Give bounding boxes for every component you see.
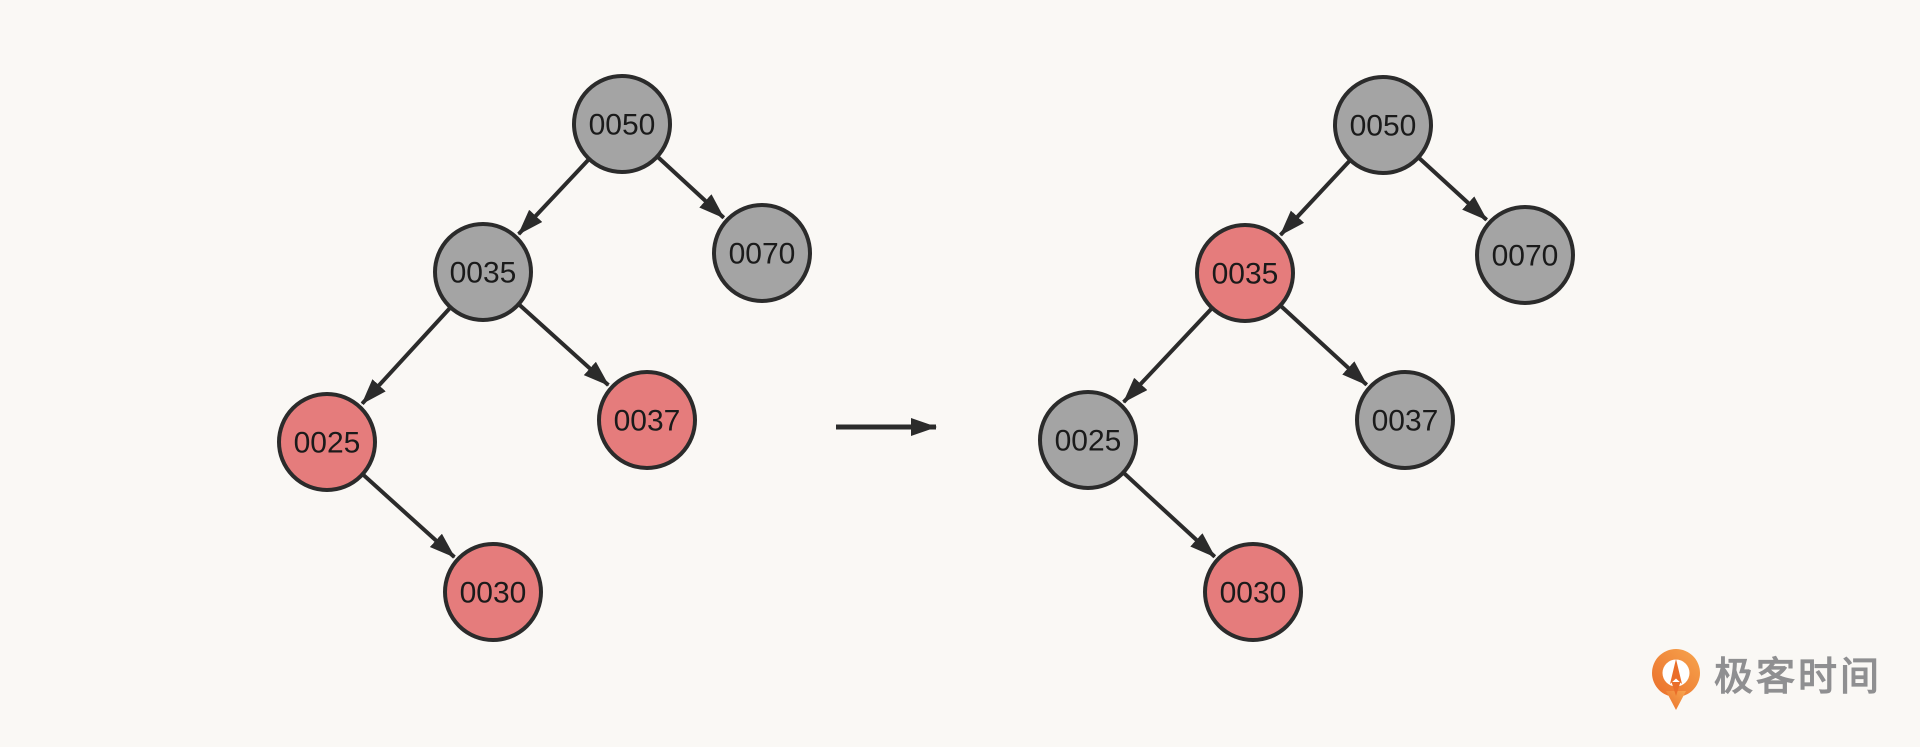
tree-node-after-0035: 0035 [1195,223,1295,323]
node-label: 0070 [1492,240,1559,273]
node-circle [1333,75,1433,175]
node-circle [1355,370,1455,470]
node-label: 0025 [294,427,361,460]
node-circle [277,392,377,492]
tree-node-before-0035: 0035 [433,222,533,322]
tree-node-before-0025: 0025 [277,392,377,492]
tree-edge-0025-0030 [1121,471,1217,559]
tree-edge-0035-0037 [517,302,610,387]
tree-edge-0050-0070 [655,155,726,220]
tree-edge-0050-0035 [517,157,591,236]
node-circle [1038,390,1138,490]
node-label: 0030 [460,577,527,610]
tree-edge-0035-0025 [1122,306,1214,404]
logo-text: 极客时间 [1714,655,1883,699]
tree-node-after-0050: 0050 [1333,75,1433,175]
tree-before: 0050 0035 0070 0025 0037 0030 [277,74,812,642]
logo-pin-tail [1666,691,1686,710]
node-circle [1203,542,1303,642]
tree-node-before-0037: 0037 [597,370,697,470]
tree-edge-0025-0030 [361,472,456,559]
geektime-pin-icon [1652,649,1700,710]
tree-node-before-0030: 0030 [443,542,543,642]
tree-node-after-0025: 0025 [1038,390,1138,490]
node-circle [443,542,543,642]
node-label: 0037 [1372,405,1439,438]
node-circle [1475,205,1575,305]
tree-edge-0050-0070 [1417,155,1488,222]
tree-after: 0050 0035 0070 0025 0037 0030 [1038,75,1575,642]
tree-edge-0035-0025 [360,306,453,406]
node-label: 0035 [450,257,517,290]
node-circle [1195,223,1295,323]
tree-edge-0035-0037 [1278,304,1369,387]
node-label: 0037 [614,405,681,438]
tree-edge-0050-0035 [1278,158,1352,237]
tree-node-after-0070: 0070 [1475,205,1575,305]
tree-node-before-0050: 0050 [572,74,672,174]
node-circle [572,74,672,174]
node-label: 0070 [729,238,796,271]
node-circle [712,203,812,303]
node-label: 0035 [1212,258,1279,291]
node-label: 0025 [1055,425,1122,458]
geektime-logo: 极客时间 [1650,645,1882,717]
logo-needle-tail [1671,682,1681,696]
logo-needle [1670,659,1682,684]
tree-node-after-0037: 0037 [1355,370,1455,470]
tree-node-after-0030: 0030 [1203,542,1303,642]
tree-node-before-0070: 0070 [712,203,812,303]
node-circle [597,370,697,470]
node-circle [433,222,533,322]
node-label: 0050 [1350,110,1417,143]
node-label: 0030 [1220,577,1287,610]
node-label: 0050 [589,109,656,142]
